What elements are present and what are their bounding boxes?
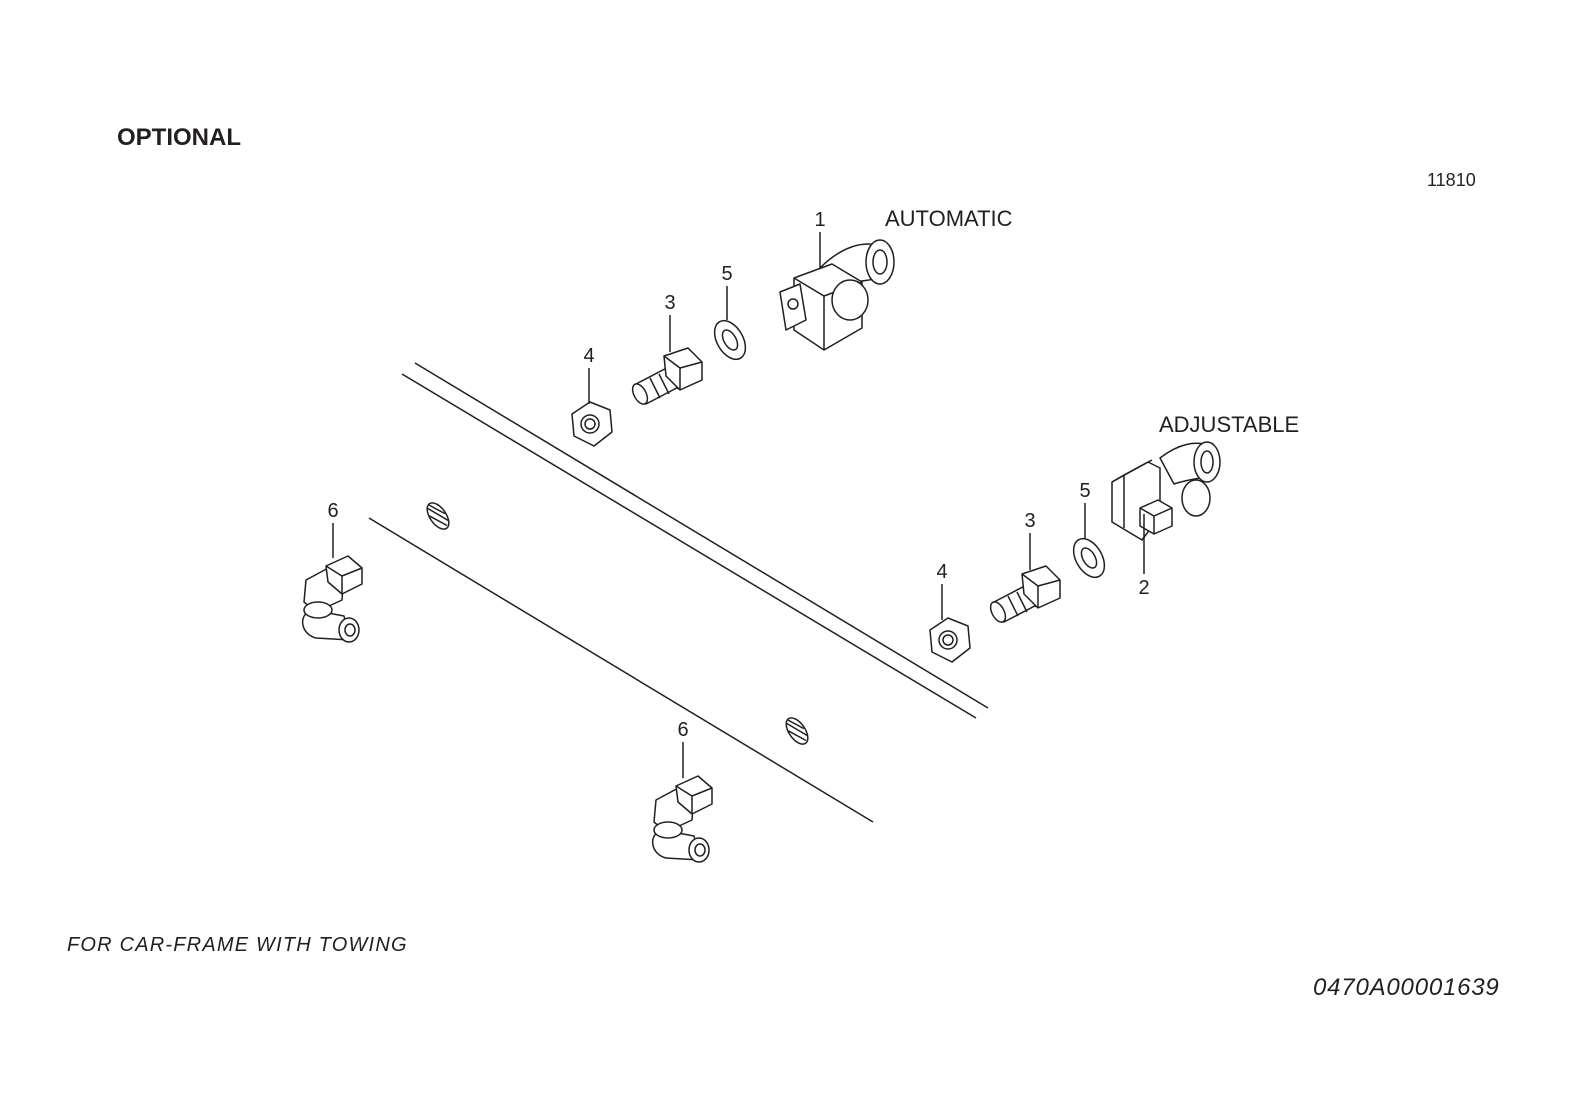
elbow-fitting (652, 775, 713, 863)
callout-5: 5 (1079, 480, 1090, 502)
frame-hole (785, 717, 809, 745)
document-id: 0470A00001639 (1313, 974, 1500, 1001)
callout-3: 3 (664, 292, 675, 314)
callout-leaders (332, 232, 1145, 778)
page-title: OPTIONAL (117, 124, 241, 151)
automatic-label: AUTOMATIC (885, 206, 1013, 231)
reference-number: 11810 (1427, 170, 1476, 190)
hex-nut (929, 617, 971, 663)
adjustable-label: ADJUSTABLE (1159, 412, 1299, 437)
callout-6: 6 (677, 719, 688, 741)
frame-hole (426, 502, 450, 530)
automatic-brake-valve (779, 239, 895, 351)
washer (713, 319, 747, 361)
diagram-caption: FOR CAR-FRAME WITH TOWING (67, 934, 408, 956)
car-frame-rail-lower (368, 517, 874, 823)
bolt (631, 347, 703, 405)
callout-6: 6 (327, 500, 338, 522)
callout-2: 2 (1138, 577, 1149, 599)
callout-4: 4 (936, 561, 947, 583)
elbow-fitting (302, 555, 363, 643)
callout-4: 4 (583, 345, 594, 367)
callout-3: 3 (1024, 510, 1035, 532)
callout-1: 1 (814, 209, 825, 231)
car-frame-rail-upper (401, 362, 989, 719)
adjustable-brake-valve (1111, 441, 1221, 541)
hex-nut (571, 401, 613, 447)
washer (1072, 537, 1106, 579)
callout-5: 5 (721, 263, 732, 285)
bolt (989, 565, 1061, 623)
